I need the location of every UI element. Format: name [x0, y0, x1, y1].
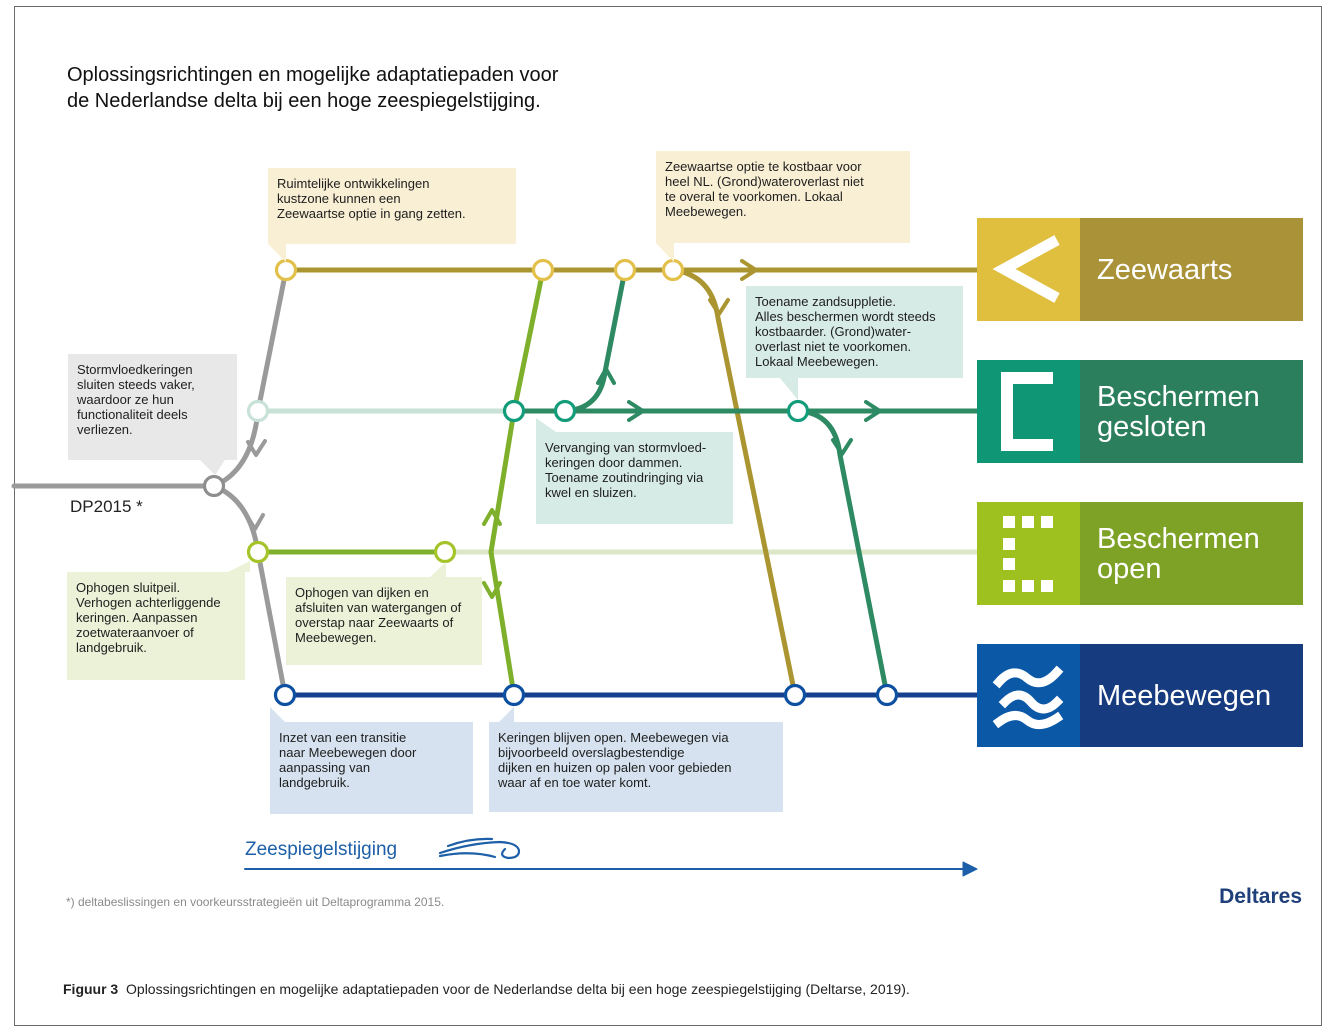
zeewaarts-arrow: [740, 259, 758, 281]
note-stormvloedkeringen: Stormvloedkeringen sluiten steeds vaker,…: [68, 354, 237, 460]
footnote: *) deltabeslissingen en voorkeursstrateg…: [66, 895, 445, 909]
sea-level-axis-arrowhead: [962, 861, 978, 877]
node-gesloten-1: [502, 399, 526, 423]
note-keringen-open: Keringen blijven open. Meebewegen via bi…: [489, 722, 783, 812]
closed-bracket-icon: [977, 360, 1080, 463]
note-dijken: Ophogen van dijken en afsluiten van wate…: [286, 577, 482, 665]
node-open-1: [246, 540, 270, 564]
pointer-keringen-open: [499, 707, 514, 722]
pointer-storm: [200, 460, 225, 475]
node-zeewaarts-4: [661, 258, 685, 282]
open-connector-down: [488, 549, 517, 698]
node-meebewegen-1: [273, 683, 297, 707]
sea-level-rise-label: Zeespiegelstijging: [245, 839, 398, 860]
pointer-transitie: [270, 707, 285, 722]
start-arrow-down: [245, 513, 265, 531]
wave-icon: [438, 837, 521, 860]
node-zeewaarts-2: [531, 258, 555, 282]
chevron-left-icon: [977, 218, 1080, 321]
pointer-ruimtelijke: [268, 244, 286, 262]
pointer-zandsuppletie: [780, 378, 798, 400]
node-gesloten-pale: [246, 399, 270, 423]
open-down-arrow: [482, 581, 502, 599]
note-ruimtelijke: Ruimtelijke ontwikkelingen kustzone kunn…: [268, 168, 516, 244]
caption-prefix: Figuur 3: [63, 981, 119, 997]
pointer-dijken: [430, 562, 446, 577]
caption-text: Oplossingsrichtingen en mogelijke adapta…: [126, 981, 910, 997]
node-zeewaarts-1: [274, 258, 298, 282]
note-transitie: Inzet van een transitie naar Meebewegen …: [270, 722, 473, 814]
figure-frame: [14, 6, 1322, 1026]
node-start: [202, 474, 226, 498]
note-sluitpeil: Ophogen sluitpeil. Verhogen achterliggen…: [67, 572, 245, 680]
node-zeewaarts-3: [613, 258, 637, 282]
note-vervanging: Vervanging van stormvloed- keringen door…: [536, 432, 733, 524]
node-meebewegen-4: [875, 683, 899, 707]
node-gesloten-2: [553, 399, 577, 423]
pointer-zeewaartse-duur: [656, 243, 674, 262]
node-gesloten-3: [786, 399, 810, 423]
deltares-logo: Deltares: [1219, 885, 1302, 908]
node-meebewegen-3: [783, 683, 807, 707]
note-zandsuppletie: Toename zandsuppletie. Alles beschermen …: [746, 286, 963, 378]
gesloten-arrow-2: [864, 400, 882, 422]
pointer-sluitpeil: [228, 561, 250, 572]
gesloten-up-arrow: [596, 367, 616, 385]
gesloten-to-zeewaarts: [562, 267, 628, 414]
open-up-arrow: [482, 508, 502, 526]
dashed-bracket-icon: [977, 502, 1080, 605]
node-open-2: [433, 540, 457, 564]
strategy-label: Zeewaarts: [1080, 218, 1303, 321]
gesloten-down-arrow: [831, 438, 853, 456]
dp2015-label: DP2015 *: [70, 497, 143, 516]
strategy-label: Beschermen open: [1080, 502, 1303, 605]
strategy-beschermen-gesloten: Beschermen gesloten: [977, 360, 1303, 463]
pointer-vervanging: [536, 418, 556, 432]
start-arrow-up: [246, 439, 267, 457]
strategy-label: Meebewegen: [1080, 644, 1303, 747]
note-zeewaartse-duur: Zeewaartse optie te kostbaar voor heel N…: [656, 151, 910, 243]
strategy-zeewaarts: Zeewaarts: [977, 218, 1303, 321]
zeewaarts-down-arrow: [708, 298, 730, 316]
figure-title: Oplossingsrichtingen en mogelijke adapta…: [67, 64, 559, 112]
strategy-beschermen-open: Beschermen open: [977, 502, 1303, 605]
strategy-meebewegen: Meebewegen: [977, 644, 1303, 747]
node-meebewegen-2: [502, 683, 526, 707]
strategy-label: Beschermen gesloten: [1080, 360, 1303, 463]
gesloten-arrow-1: [627, 400, 645, 422]
figure-caption: Figuur 3 Oplossingsrichtingen en mogelij…: [63, 981, 910, 997]
waves-icon: [977, 644, 1080, 747]
